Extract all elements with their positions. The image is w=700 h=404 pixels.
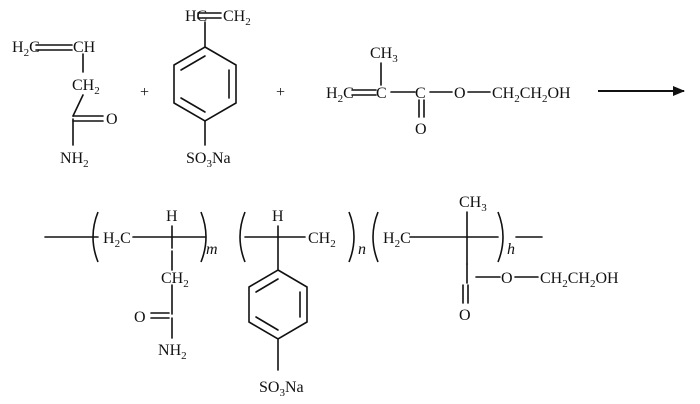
aromatic-bond (255, 278, 279, 293)
benzene-ring (248, 269, 308, 340)
label-ch2ch2oh: CH2CH2OH (540, 270, 619, 290)
label-h2c: H2C (383, 230, 411, 250)
subscript-n: n (358, 241, 366, 258)
open-paren-h (372, 211, 379, 263)
label-nh2: NH2 (158, 342, 187, 362)
bond (72, 94, 84, 117)
label-o: O (106, 111, 118, 128)
plus-sign-1: + (140, 84, 149, 101)
reactant-3-hema: CH3 H2C C C O CH2CH2OH O (326, 45, 571, 138)
label-nh2: NH2 (60, 150, 89, 170)
label-ch2: CH2 (161, 270, 189, 290)
label-ch3: CH3 (459, 194, 487, 214)
label-o-carbonyl: O (459, 307, 471, 324)
subscript-h: h (507, 241, 515, 258)
label-c: C (376, 85, 387, 102)
benzene-ring (173, 46, 237, 122)
label-so3na: SO3Na (259, 379, 304, 399)
label-h2c: H2C (12, 39, 40, 59)
open-paren-m (92, 211, 99, 263)
label-ch2ch2oh: CH2CH2OH (492, 85, 571, 105)
label-h2c: H2C (103, 230, 131, 250)
close-paren-m (200, 211, 207, 263)
label-h2c: H2C (326, 85, 354, 105)
reactant-2-styrenesulfonate: HC CH2 SO3Na (173, 8, 251, 170)
label-ch2: CH2 (72, 77, 100, 97)
label-so3na: SO3Na (186, 150, 231, 170)
aromatic-bond (255, 316, 279, 331)
plus-sign-2: + (276, 84, 285, 101)
label-ch2: CH2 (223, 8, 251, 28)
aromatic-bond (180, 97, 206, 113)
label-o-ester: O (454, 85, 466, 102)
label-ch2: CH2 (308, 230, 336, 250)
label-o-ester: O (501, 270, 513, 287)
label-c-carbonyl: C (415, 85, 426, 102)
open-paren-n (239, 211, 246, 263)
close-paren-h (497, 211, 504, 263)
label-h: H (272, 208, 284, 225)
label-hc: HC (185, 8, 207, 25)
subscript-m: m (206, 241, 218, 258)
label-ch: CH (73, 39, 96, 56)
product-copolymer: H2C H CH2 O NH2 m H CH2 SO3Na n H2C CH3 … (44, 194, 619, 399)
label-ch3: CH3 (370, 45, 398, 65)
aromatic-bond (180, 55, 206, 71)
reactant-1-butenamide: H2C CH CH2 O NH2 (12, 39, 118, 170)
label-h: H (166, 208, 178, 225)
close-paren-n (348, 211, 355, 263)
label-o-carbonyl: O (415, 121, 427, 138)
label-o-amide: O (134, 309, 146, 326)
